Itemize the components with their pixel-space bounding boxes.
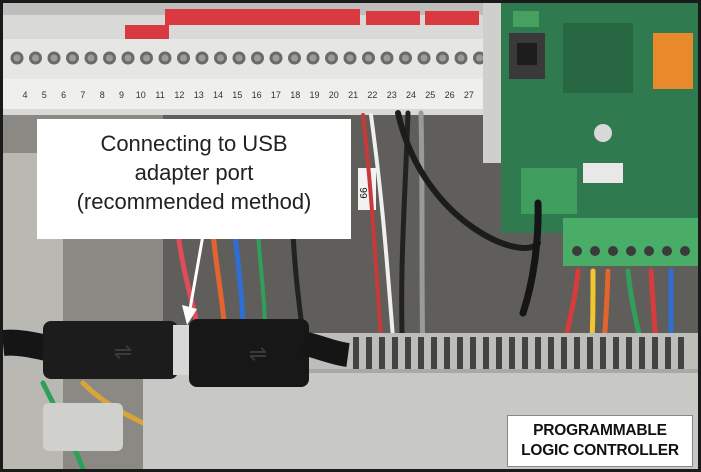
duct-slot [405,337,411,369]
terminal-numbers: 4 5 6 7 8 9 10 11 12 13 14 15 16 17 18 19 20 21 22 23 24 25 26… [22,90,473,100]
callout-line-3: (recommended method) [76,189,312,214]
terminal-number: 21 [348,90,358,100]
terminal-number: 4 [22,90,27,100]
green-terminal-left [521,168,577,214]
duct-slot [626,337,632,369]
terminal-number: 9 [119,90,124,100]
grommet [43,403,123,451]
wire-marker-text: 66 [359,187,370,199]
duct-slot [392,337,398,369]
terminal-number: 13 [194,90,204,100]
terminal-number: 22 [367,90,377,100]
usb-plug-male [43,321,178,379]
terminal-red-tab [125,25,169,39]
terminal-number: 18 [290,90,300,100]
terminal-number: 27 [464,90,474,100]
svg-text:⇌: ⇌ [249,341,267,366]
terminal-red-strip-2 [366,11,420,25]
duct-slot [379,337,385,369]
duct-slot [418,337,424,369]
terminal-red-strip-3 [425,11,479,25]
usb-cable: ⇌ ⇌ [3,319,350,387]
board-terminal-screw [590,246,600,256]
terminal-red-strip-1 [165,9,360,25]
duct-slot [470,337,476,369]
orange-connector [653,33,693,89]
svg-text:⇌: ⇌ [114,339,132,364]
terminal-number: 25 [425,90,435,100]
terminal-number: 24 [406,90,416,100]
duct-slot [457,337,463,369]
duct-slot [587,337,593,369]
terminal-number: 15 [232,90,242,100]
terminal-block: 4 5 6 7 8 9 10 11 12 13 14 15 16 17 18 19 20 21 22 23 24 25 26… [3,3,503,163]
terminal-number: 10 [136,90,146,100]
circuit-board [501,3,698,266]
plc-label-line-2: LOGIC CONTROLLER [521,442,679,459]
duct-slot [678,337,684,369]
duct-slot [522,337,528,369]
duct-slot [639,337,645,369]
callout-box: Connecting to USB adapter port (recommen… [37,119,351,239]
board-terminal-screw [680,246,690,256]
terminal-number: 6 [61,90,66,100]
plc-label-line-1: PROGRAMMABLE [533,422,667,439]
terminal-number: 7 [80,90,85,100]
duct-slot [353,337,359,369]
usb-adapter-female [189,319,309,387]
duct-slot [483,337,489,369]
board-terminal-screw [662,246,672,256]
duct-slot [444,337,450,369]
usb-metal-shell [173,325,193,375]
board-terminal-screw [626,246,636,256]
terminal-number: 8 [100,90,105,100]
duct-slot [366,337,372,369]
board-terminal-screw [608,246,618,256]
duct-slot [561,337,567,369]
terminal-number: 11 [155,90,164,100]
callout-line-2: adapter port [134,160,254,185]
duct-slot [509,337,515,369]
terminal-number: 20 [329,90,339,100]
duct-slot [613,337,619,369]
duct-slot [574,337,580,369]
terminal-number: 5 [42,90,47,100]
terminal-number: 26 [445,90,455,100]
duct-slot [600,337,606,369]
terminal-number: 17 [271,90,281,100]
terminal-number: 14 [213,90,223,100]
terminal-number: 23 [387,90,397,100]
board-terminal-screw [644,246,654,256]
callout-line-1: Connecting to USB [100,131,288,156]
duct-slot [535,337,541,369]
duct-slot [665,337,671,369]
pointer-arrow [182,234,205,325]
terminal-number: 12 [174,90,184,100]
duct-slot [431,337,437,369]
duct-slot [496,337,502,369]
terminal-number: 19 [309,90,319,100]
terminal-number: 16 [252,90,262,100]
green-terminal-bottom [563,218,698,266]
board-terminal-screw [572,246,582,256]
duct-slot [548,337,554,369]
duct-slot [652,337,658,369]
plc-label: PROGRAMMABLE LOGIC CONTROLLER [507,415,693,467]
